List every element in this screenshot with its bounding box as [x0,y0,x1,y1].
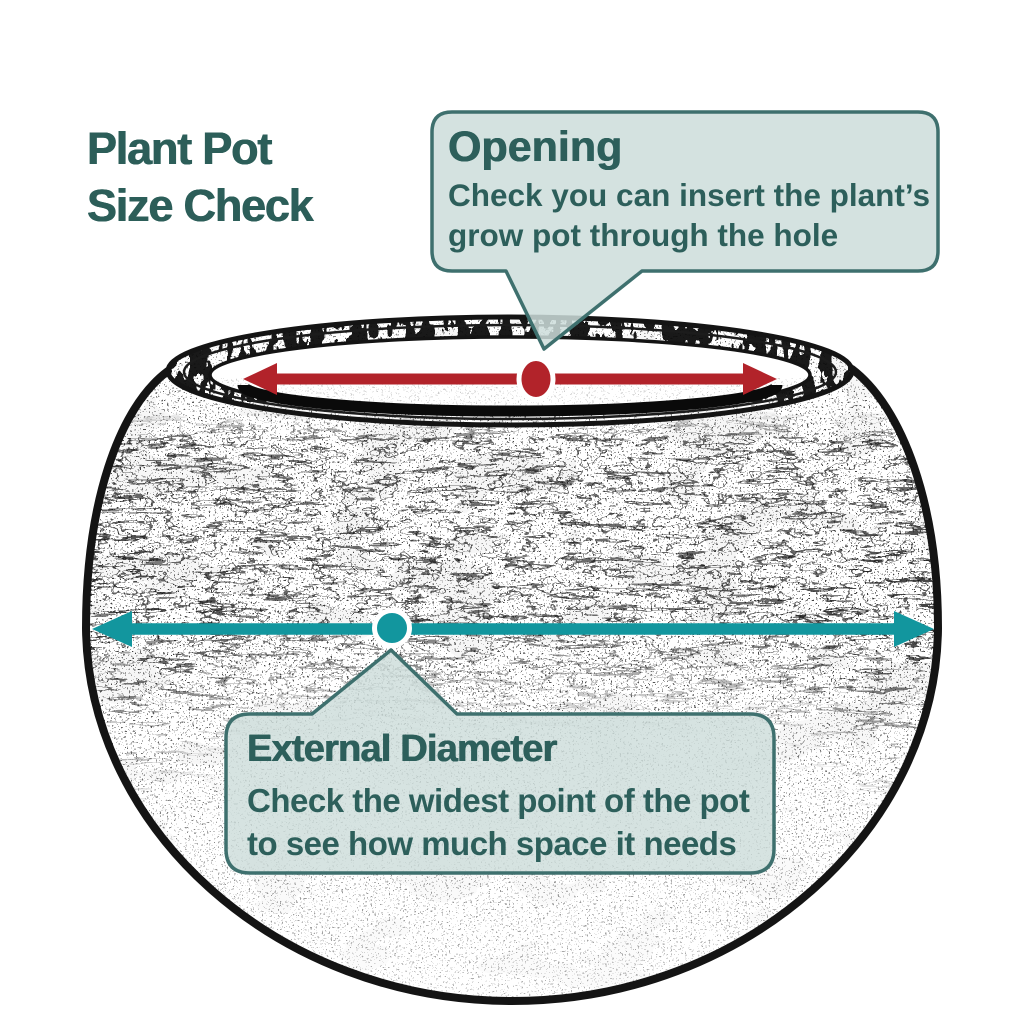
opening-callout-bubble [430,110,940,351]
page-title-line1: Plant Pot [87,123,272,174]
opening-callout: Opening Check you can insert the plant’s… [448,123,930,255]
opening-callout-body: Check you can insert the plant’s grow po… [448,175,930,255]
diameter-callout-body-line1: Check the widest point of the pot [247,782,750,819]
opening-point-dot [516,356,556,402]
opening-arrow [243,363,777,395]
diameter-point-dot [372,608,412,648]
diameter-callout-bubble [224,648,776,875]
diameter-measurement [92,608,934,648]
opening-measurement [243,356,777,402]
diameter-arrow [92,611,934,647]
pot-rim-inner-lip [182,323,838,421]
opening-callout-body-line1: Check you can insert the plant’s [448,177,930,213]
diameter-callout-body: Check the widest point of the pot to see… [247,779,750,865]
diameter-callout-body-line2: to see how much space it needs [247,825,737,862]
diameter-callout: External Diameter Check the widest point… [247,726,750,865]
opening-callout-body-line2: grow pot through the hole [448,217,839,253]
pot-opening-inner-shadow [237,382,783,417]
diameter-callout-title: External Diameter [247,728,557,770]
page-title-line2: Size Check [87,180,314,231]
pot-outline [81,365,943,1006]
opening-callout-title: Opening [448,123,623,171]
page-title: Plant Pot Size Check [87,120,314,234]
plant-pot-illustration [81,314,943,1006]
